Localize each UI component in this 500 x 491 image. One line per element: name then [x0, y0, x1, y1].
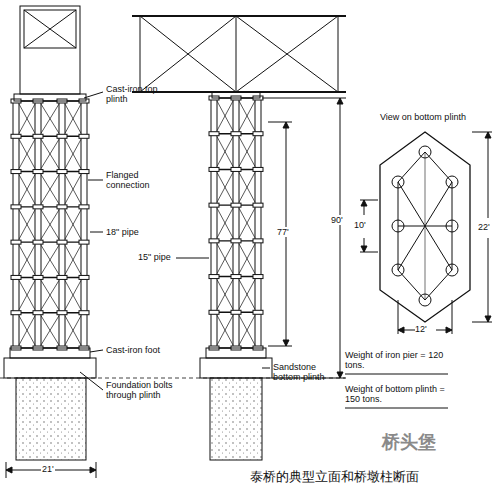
dimension-label: 21' — [41, 464, 55, 474]
dimension-label: 22' — [478, 222, 490, 232]
part-label: Flanged connection — [106, 170, 161, 191]
watermark: 桥头堡 — [382, 432, 436, 453]
part-label: 15" pipe — [138, 252, 171, 262]
dimension-label: 10' — [354, 220, 366, 230]
dimension-label: 77' — [276, 227, 290, 237]
weight-note: Weight of bottom plinth = 150 tons. — [345, 384, 455, 405]
dimension-label: 12' — [415, 324, 427, 334]
part-label: 18" pipe — [106, 227, 139, 237]
part-label: Foundation bolts through plinth — [106, 380, 176, 401]
view-title: View on bottom plinth — [380, 112, 466, 122]
weight-note: Weight of iron pier = 120 tons. — [345, 350, 455, 371]
part-label: Cast-iron foot — [106, 345, 160, 355]
dimension-label: 90' — [330, 215, 344, 225]
part-label: Sandstone bottom plinth — [273, 362, 333, 383]
figure-caption: 泰桥的典型立面和桥墩柱断面 — [250, 468, 419, 486]
part-label: Cast-iron top plinth — [106, 84, 166, 105]
